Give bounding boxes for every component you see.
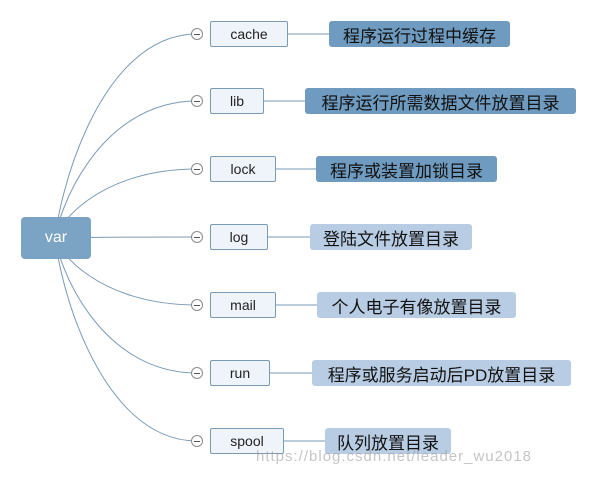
node-mail[interactable]: mail xyxy=(210,292,276,318)
node-spool[interactable]: spool xyxy=(210,428,284,454)
connector-root-cache xyxy=(55,33,198,239)
collapse-toggle-cache[interactable] xyxy=(191,28,203,40)
description-cache[interactable]: 程序运行过程中缓存 xyxy=(329,21,510,47)
node-lib[interactable]: lib xyxy=(210,88,264,114)
node-log[interactable]: log xyxy=(210,224,268,250)
node-cache[interactable]: cache xyxy=(210,21,288,47)
node-lock[interactable]: lock xyxy=(210,156,276,182)
collapse-toggle-mail[interactable] xyxy=(191,299,203,311)
watermark: https://blog.csdn.net/leader_wu2018 xyxy=(256,448,533,465)
description-lock[interactable]: 程序或装置加锁目录 xyxy=(316,156,497,182)
root-node-var[interactable]: var xyxy=(21,217,91,259)
collapse-toggle-lock[interactable] xyxy=(191,163,203,175)
collapse-toggle-lib[interactable] xyxy=(191,95,203,107)
description-spool[interactable]: 队列放置目录 xyxy=(325,428,451,454)
node-run[interactable]: run xyxy=(210,360,270,386)
collapse-toggle-log[interactable] xyxy=(191,231,203,243)
connector-root-spool xyxy=(55,237,198,442)
description-log[interactable]: 登陆文件放置目录 xyxy=(310,224,472,250)
description-run[interactable]: 程序或服务启动后PD放置目录 xyxy=(312,360,571,386)
collapse-toggle-run[interactable] xyxy=(191,367,203,379)
collapse-toggle-spool[interactable] xyxy=(191,435,203,447)
description-lib[interactable]: 程序运行所需数据文件放置目录 xyxy=(305,88,576,114)
description-mail[interactable]: 个人电子有像放置目录 xyxy=(317,292,516,318)
